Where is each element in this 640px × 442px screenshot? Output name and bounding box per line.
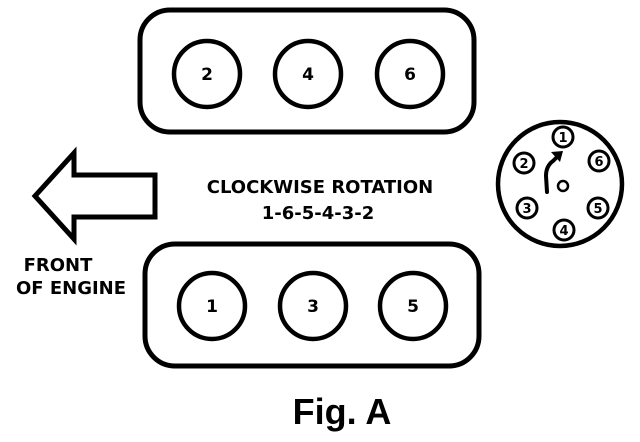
front-label-line1: FRONT: [24, 255, 94, 276]
cap-terminal-1: 1: [551, 125, 575, 149]
cap-terminal-circle: [515, 196, 539, 220]
cylinder-number: 6: [404, 65, 416, 85]
cylinder-top-3: 6: [374, 38, 446, 110]
distributor-cap: 1 6 5 4 3 2: [495, 119, 625, 249]
cylinder-bottom-2: 3: [277, 270, 349, 342]
cap-terminal-3: 3: [515, 196, 539, 220]
cylinder-circle: [277, 270, 349, 342]
cap-terminal-number: 2: [519, 157, 528, 172]
cap-terminal-number: 4: [559, 224, 568, 239]
cylinder-circle: [171, 38, 243, 110]
cap-terminal-number: 6: [594, 155, 603, 170]
bank-outline-top: [137, 7, 477, 135]
cylinder-bank-bottom: 1 3 5: [142, 241, 482, 369]
cylinder-circle: [374, 38, 446, 110]
cylinder-number: 3: [307, 297, 319, 317]
cap-terminal-5: 5: [586, 196, 610, 220]
cylinder-number: 1: [206, 297, 218, 317]
cap-terminal-number: 5: [593, 202, 602, 217]
cylinder-bank-top: 2 4 6: [137, 7, 477, 135]
bank-outline-bottom: [142, 241, 482, 369]
cylinder-bottom-3: 5: [377, 270, 449, 342]
cap-terminal-circle: [512, 151, 536, 175]
firing-order-label: 1-6-5-4-3-2: [262, 203, 375, 224]
distributor-cap-outline: [495, 119, 625, 249]
cap-terminal-circle: [586, 196, 610, 220]
cap-terminal-circle: [551, 125, 575, 149]
cylinder-top-1: 2: [171, 38, 243, 110]
cap-terminal-circle: [552, 218, 576, 242]
cap-terminal-number: 1: [558, 131, 567, 146]
cylinder-number: 4: [302, 65, 314, 85]
figure-caption: Fig. A: [293, 391, 392, 432]
cylinder-number: 2: [201, 65, 213, 85]
arrow-left-icon: [31, 146, 158, 246]
cylinder-circle: [377, 270, 449, 342]
cylinder-circle: [176, 270, 248, 342]
rotor-arrow-icon: [543, 151, 570, 194]
cylinder-bottom-1: 1: [176, 270, 248, 342]
front-label-line2: OF ENGINE: [16, 278, 126, 299]
cap-terminal-circle: [587, 149, 611, 173]
cap-terminal-4: 4: [552, 218, 576, 242]
cap-terminal-number: 3: [522, 202, 531, 217]
cylinder-top-2: 4: [272, 38, 344, 110]
cylinder-circle: [272, 38, 344, 110]
cap-terminal-2: 2: [512, 151, 536, 175]
cylinder-number: 5: [407, 297, 419, 317]
rotation-direction-label: CLOCKWISE ROTATION: [207, 177, 434, 198]
cap-terminal-6: 6: [587, 149, 611, 173]
